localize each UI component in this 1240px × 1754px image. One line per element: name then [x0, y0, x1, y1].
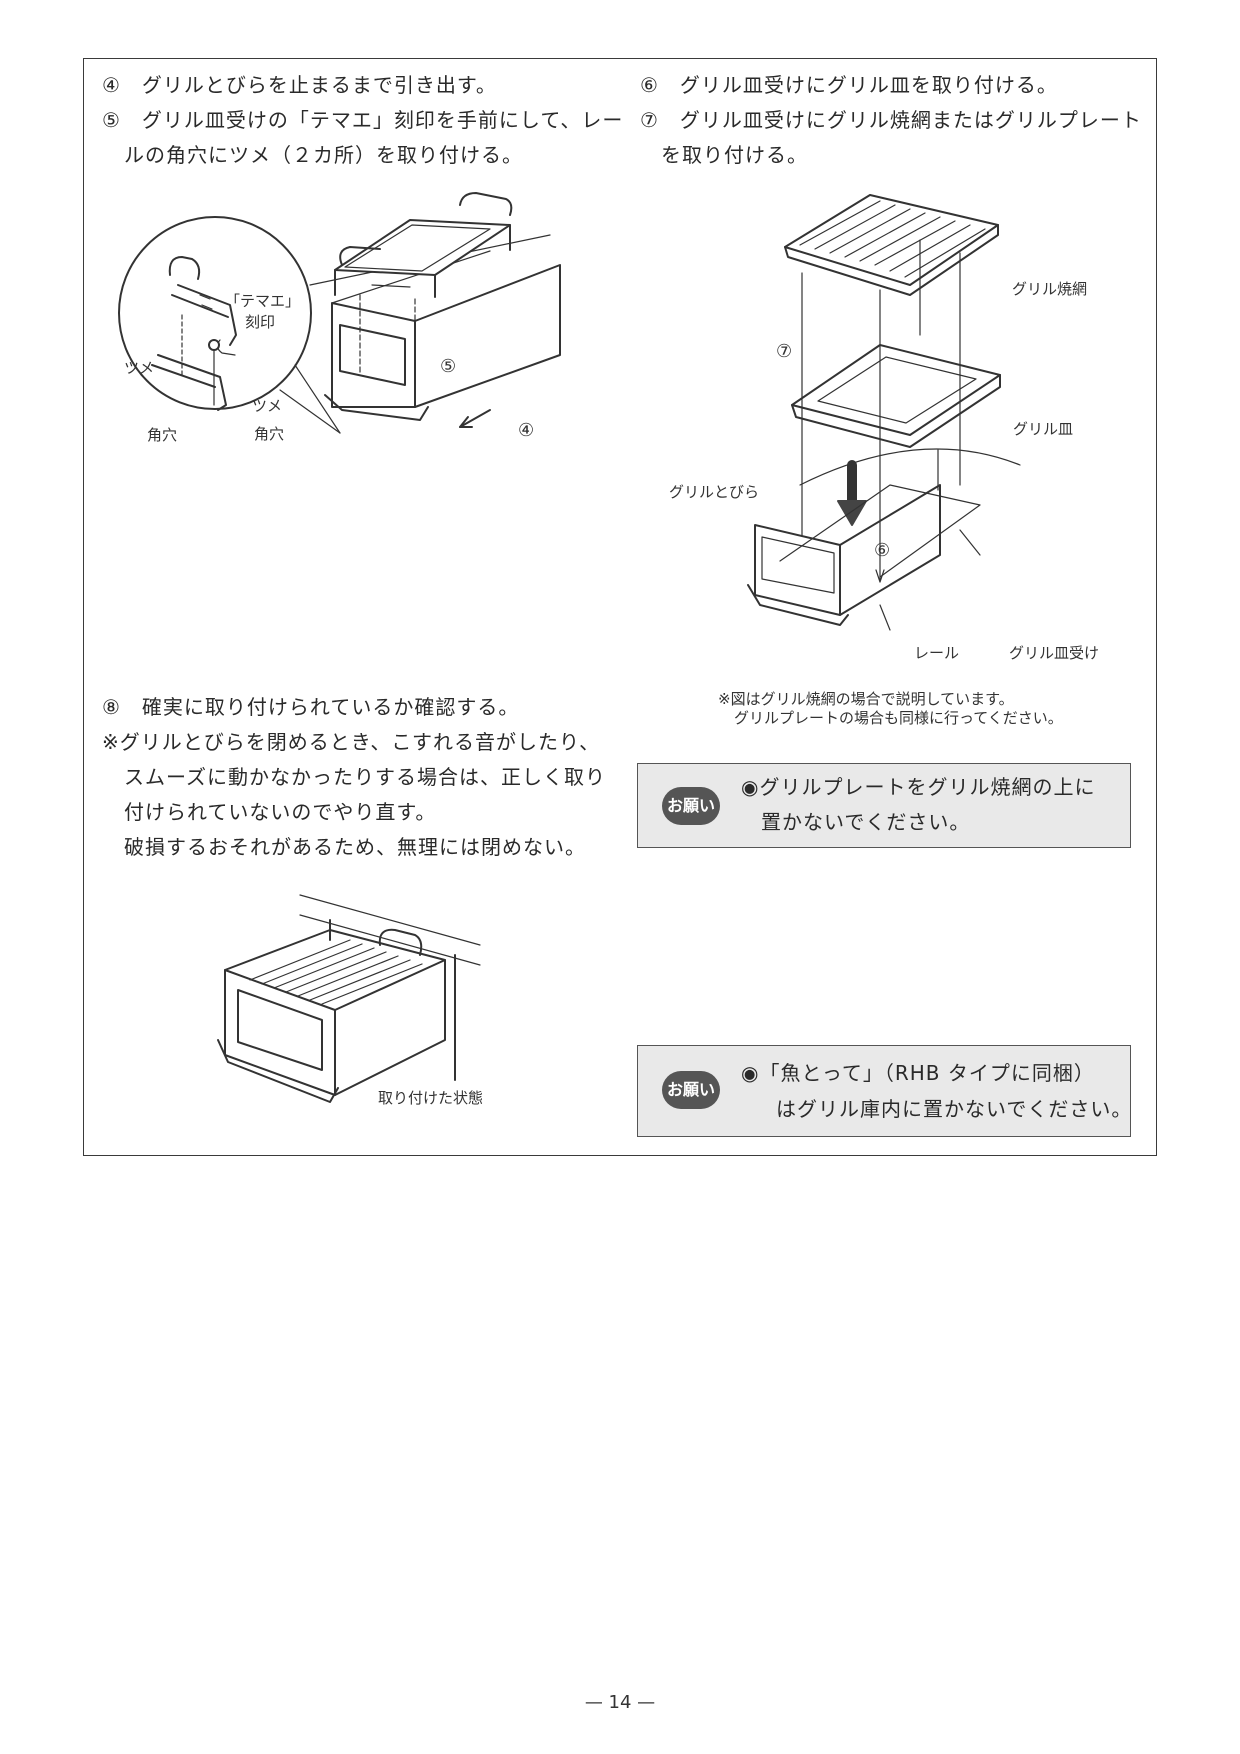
illustration-installed-state [217, 894, 481, 1103]
step-6: ⑥ グリル皿受けにグリル皿を取り付ける。 [640, 73, 1058, 97]
step-8-note-line4: 破損するおそれがあるため、無理には閉めない。 [124, 835, 586, 859]
label-grill-net: グリル焼網 [1012, 280, 1088, 298]
step-8-note-line3: 付けられていないのでやり直す。 [124, 800, 437, 824]
notice-1-line1: ◉グリルプレートをグリル焼網の上に [741, 775, 1096, 799]
marker-step-7: ⑦ [776, 341, 793, 362]
label-kakuana-left: 角穴 [147, 426, 178, 444]
notice-box-1: お願い ◉グリルプレートをグリル焼網の上に 置かないでください。 [637, 763, 1131, 848]
illustration-exploded-grill [747, 194, 1021, 631]
marker-step-4: ④ [518, 420, 535, 441]
marker-step-5: ⑤ [440, 356, 457, 377]
step-4: ④ グリルとびらを止まるまで引き出す。 [102, 73, 497, 97]
illustration-install-dish-holder [118, 192, 561, 434]
label-grill-door: グリルとびら [669, 483, 760, 501]
label-kokuin: 刻印 [245, 313, 276, 331]
content-frame [83, 58, 1157, 1156]
notice-1-line2: 置かないでください。 [761, 810, 971, 834]
step-7-line2: を取り付ける。 [661, 143, 808, 167]
step-8: ⑧ 確実に取り付けられているか確認する。 [102, 695, 520, 719]
onegai-badge: お願い [662, 1071, 720, 1109]
onegai-badge: お願い [662, 787, 720, 825]
label-dish-holder: グリル皿受け [1009, 644, 1100, 662]
notice-2-line2: はグリル庫内に置かないでください。 [776, 1097, 1133, 1121]
step-7-line1: ⑦ グリル皿受けにグリル焼網またはグリルプレート [640, 108, 1142, 132]
label-tsume-right: ツメ [252, 397, 283, 415]
label-grill-dish: グリル皿 [1013, 420, 1074, 438]
figure-note-line1: ※図はグリル焼網の場合で説明しています。 [718, 690, 1014, 708]
marker-step-6: ⑥ [874, 540, 891, 561]
label-temae: 「テマエ」 [225, 292, 301, 310]
page-number: — 14 — [584, 1692, 656, 1713]
step-8-note-line2: スムーズに動かなかったりする場合は、正しく取り [124, 765, 606, 789]
label-tsume-left: ツメ [124, 359, 155, 377]
caption-installed-state: 取り付けた状態 [378, 1089, 484, 1107]
step-5-line1: ⑤ グリル皿受けの「テマエ」刻印を手前にして、レー [102, 108, 624, 132]
figure-note-line2: グリルプレートの場合も同様に行ってください。 [734, 709, 1063, 727]
step-5-line2: ルの角穴にツメ（２カ所）を取り付ける。 [124, 143, 523, 167]
step-8-note-line1: ※グリルとびらを閉めるとき、こすれる音がしたり、 [102, 730, 601, 754]
notice-2-line1: ◉「魚とって」（RHB タイプに同梱） [741, 1061, 1095, 1085]
label-rail: レール [914, 644, 960, 662]
label-kakuana-right: 角穴 [254, 425, 285, 443]
notice-box-2: お願い ◉「魚とって」（RHB タイプに同梱） はグリル庫内に置かないでください… [637, 1045, 1131, 1137]
